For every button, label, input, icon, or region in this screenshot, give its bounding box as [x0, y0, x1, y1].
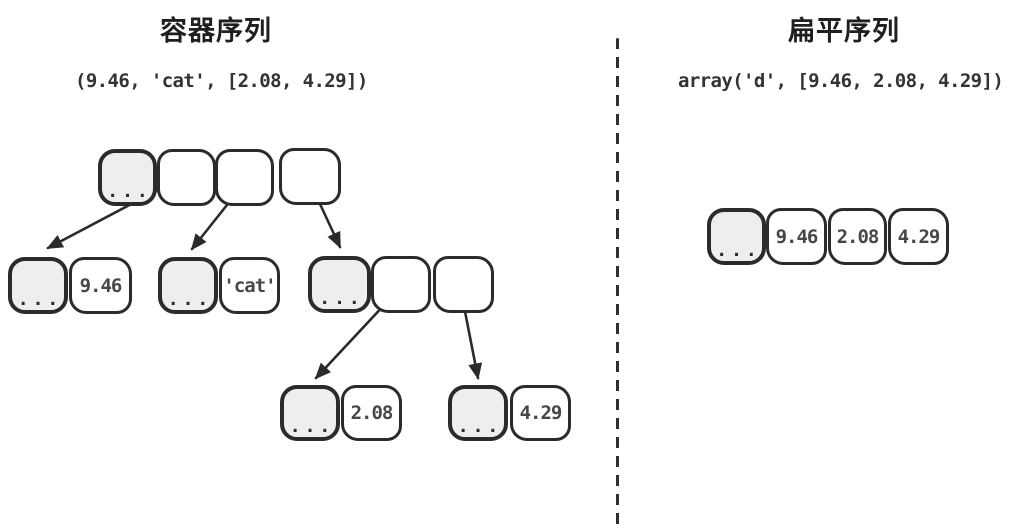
left-panel-code: (9.46, 'cat', [2.08, 4.29]) [75, 70, 368, 92]
panel-divider-dashed-line [616, 38, 619, 528]
tuple-cell-0 [157, 149, 216, 206]
list-cell-0 [371, 256, 431, 313]
list-header: ... [308, 256, 371, 313]
str-header: ... [158, 257, 218, 314]
float1-value: 9.46 [69, 257, 132, 314]
str-header-dots: ... [167, 289, 213, 310]
tuple-header-dots: ... [107, 181, 152, 202]
tuple-cell-2 [279, 148, 341, 205]
array-value-0-label: 9.46 [775, 225, 819, 248]
float1-header: ... [8, 257, 68, 314]
float1-header-dots: ... [17, 289, 63, 310]
float1-value-label: 9.46 [79, 274, 123, 297]
str-value: 'cat' [219, 257, 280, 314]
right-panel-code: array('d', [9.46, 2.08, 4.29]) [678, 70, 1004, 92]
float3-header: ... [448, 385, 508, 441]
array-value-0: 9.46 [766, 208, 827, 265]
array-header: ... [707, 208, 766, 265]
list-header-dots: ... [319, 288, 364, 309]
float2-value-label: 2.08 [350, 402, 394, 424]
array-value-2-label: 4.29 [897, 225, 941, 248]
float2-header: ... [280, 385, 340, 441]
tuple-cell-1 [215, 149, 274, 206]
array-value-1-label: 2.08 [836, 225, 880, 248]
list-cell-1 [433, 256, 494, 313]
float2-value: 2.08 [341, 385, 402, 441]
left-panel-title: 容器序列 [160, 16, 272, 46]
float3-header-dots: ... [457, 416, 503, 437]
float3-value: 4.29 [510, 385, 571, 441]
array-header-dots: ... [716, 240, 761, 261]
float2-header-dots: ... [289, 416, 335, 437]
array-value-1: 2.08 [828, 208, 887, 265]
str-value-label: 'cat' [223, 274, 276, 297]
tuple-header: ... [98, 149, 157, 206]
right-panel-title: 扁平序列 [788, 16, 900, 46]
float3-value-label: 4.29 [519, 402, 563, 424]
array-value-2: 4.29 [888, 208, 949, 265]
